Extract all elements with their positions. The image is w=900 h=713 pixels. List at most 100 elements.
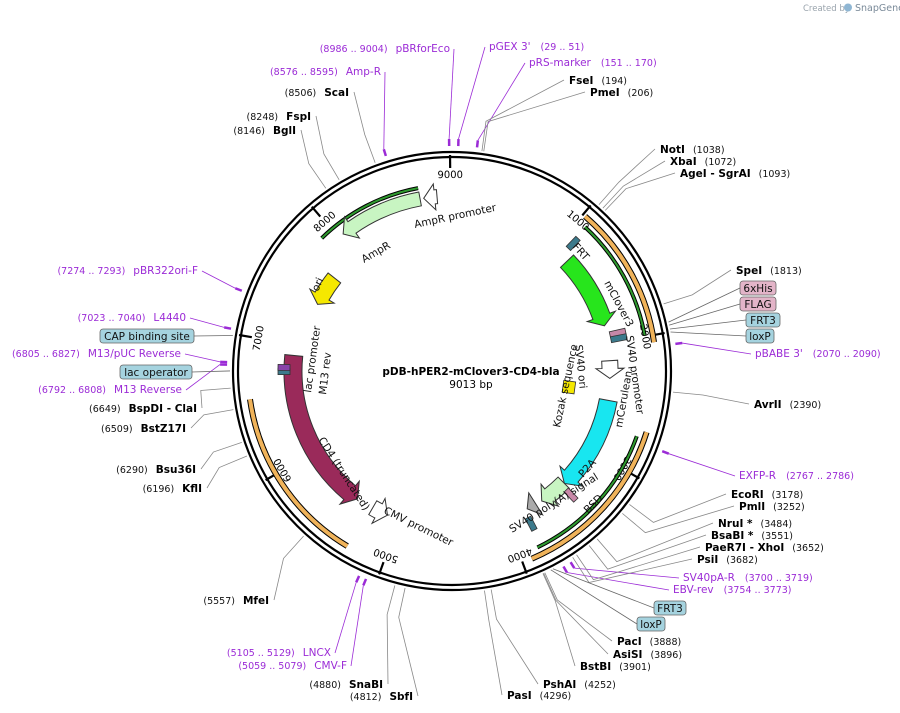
enzyme-label[interactable]: SpeI(1813) (736, 265, 802, 277)
enzyme-label[interactable]: NruI *(3484) (718, 518, 792, 530)
enzyme-label[interactable]: (5557)MfeI (203, 595, 269, 607)
primer-label[interactable]: (8576 .. 8595)Amp-R (270, 66, 381, 78)
primer-label[interactable]: pRS-marker(151 .. 170) (529, 57, 657, 69)
enzyme-position: (206) (628, 88, 654, 99)
primer-label[interactable]: (5105 .. 5129)LNCX (227, 647, 331, 659)
feature-badge[interactable] (745, 312, 781, 328)
enzyme-label[interactable]: (6509)BstZ17I (101, 423, 186, 435)
ori-arrow[interactable] (308, 272, 342, 305)
enzyme-name: XbaI (670, 156, 697, 168)
enzyme-label[interactable]: PacI(3888) (617, 636, 681, 648)
feature-badge[interactable] (745, 328, 775, 344)
enzyme-label[interactable]: (6196)KflI (143, 483, 202, 495)
enzyme-label[interactable]: AgeI - SgrAI(1093) (680, 168, 790, 180)
feature-badge-label: CAP binding site (104, 331, 190, 343)
enzyme-label[interactable]: (6290)Bsu36I (116, 464, 196, 476)
primer-label[interactable]: SV40pA-R(3700 .. 3719) (683, 572, 813, 584)
green-track-upper[interactable] (584, 226, 646, 336)
ampr-label[interactable]: AmpR (360, 240, 393, 266)
enzyme-name: FseI (569, 75, 593, 87)
orange-track-upper[interactable] (583, 214, 656, 343)
primer-range: (8986 .. 9004) (320, 44, 388, 55)
credit[interactable]: Created by SnapGene (803, 3, 900, 14)
enzyme-label[interactable]: PasI(4296) (507, 690, 571, 702)
primer-sites: pGEX 3'(29 .. 51) pRS-marker(151 .. 170) p… (12, 41, 881, 672)
p2a-tag[interactable] (563, 487, 579, 503)
tick-mark (378, 561, 385, 575)
enzyme-position: (3252) (773, 502, 805, 513)
enzyme-label[interactable]: AvrII(2390) (754, 399, 821, 411)
ampr-arrow[interactable] (342, 191, 422, 239)
primer-label[interactable]: (7274 .. 7293)pBR322ori-F (57, 265, 198, 277)
enzyme-label[interactable]: (4812)SbfI (350, 691, 413, 703)
orange-track-lower[interactable] (531, 431, 649, 561)
enzyme-leader-line (622, 505, 735, 534)
primer-label[interactable]: pGEX 3'(29 .. 51) (489, 41, 584, 53)
mcerulean-label[interactable]: mCerulean (613, 370, 635, 429)
enzyme-label[interactable]: PsiI(3682) (697, 554, 758, 566)
primer-label[interactable]: (6792 .. 6808)M13 Reverse (38, 384, 182, 396)
enzyme-position: (4812) (350, 692, 382, 703)
enzyme-label[interactable]: PmeI(206) (590, 87, 653, 99)
enzyme-label[interactable]: EcoRI(3178) (731, 489, 803, 501)
bsd-arrow[interactable] (540, 476, 571, 508)
ampr-promoter-label[interactable]: AmpR promoter (413, 202, 498, 231)
feature-badge[interactable] (119, 364, 193, 380)
primer-label[interactable]: EXFP-R(2767 .. 2786) (739, 470, 854, 482)
primer-name: EXFP-R (739, 470, 776, 482)
cmv-promoter-arrow[interactable] (368, 496, 389, 525)
enzyme-label[interactable]: FseI(194) (569, 75, 627, 87)
green-track-ampr[interactable] (321, 187, 419, 239)
feature-badge[interactable] (739, 296, 777, 312)
sv40-ori-box[interactable] (561, 379, 577, 395)
primer-label[interactable]: pBABE 3'(2070 .. 2090) (755, 348, 881, 360)
enzyme-label[interactable]: (8248)FspI (247, 111, 311, 123)
primer-leader-line (383, 71, 386, 150)
enzyme-label[interactable]: (6649)BspDI - ClaI (89, 403, 197, 415)
cd4-arrow[interactable] (283, 354, 360, 506)
enzyme-label[interactable]: PaeR7I - XhoI(3652) (705, 542, 824, 554)
enzyme-label[interactable]: BstBI(3901) (580, 661, 651, 673)
enzyme-label[interactable]: NotI(1038) (660, 144, 725, 156)
feature-badge[interactable] (653, 600, 687, 616)
ampr-promoter-arrow[interactable] (423, 182, 439, 212)
enzyme-label[interactable]: (8506)ScaI (285, 87, 349, 99)
enzyme-label[interactable]: PshAI(4252) (543, 679, 616, 691)
enzyme-position: (8248) (247, 112, 279, 123)
enzyme-leader-line (543, 573, 609, 655)
primer-label[interactable]: (5059 .. 5079)CMV-F (238, 660, 347, 672)
enzyme-label[interactable]: (8146)BglI (233, 125, 296, 137)
enzyme-label[interactable]: BsaBI *(3551) (711, 530, 793, 542)
sv40-ori-label[interactable]: SV40 ori (572, 344, 589, 389)
enzyme-label[interactable]: (4880)SnaBI (309, 679, 383, 691)
enzyme-name: BsaBI * (711, 530, 754, 542)
primer-label[interactable]: EBV-rev(3754 .. 3773) (673, 584, 792, 596)
orange-track-left[interactable] (248, 399, 349, 548)
sv40-promoter-arrow[interactable] (594, 359, 626, 379)
sv40-polya-box[interactable] (526, 491, 544, 516)
primer-label[interactable]: (8986 .. 9004)pBRforEco (320, 43, 450, 55)
enzyme-label[interactable]: PmlI(3252) (739, 501, 805, 513)
m13-rev-tag[interactable] (277, 363, 291, 372)
enzyme-position: (6509) (101, 424, 133, 435)
enzyme-label[interactable]: AsiSI(3896) (613, 649, 682, 661)
ori-label[interactable]: ori (310, 276, 327, 293)
feature-badge[interactable] (99, 328, 195, 344)
frt-tag[interactable] (565, 235, 581, 252)
m13-rev-label[interactable]: M13 rev (317, 352, 334, 396)
plasmid-name: pDB-hPER2-mClover3-CD4-bla (382, 366, 559, 378)
enzyme-name: AvrII (754, 399, 782, 411)
cmv-promoter-label[interactable]: CMV promoter (382, 505, 456, 549)
green-track-lower[interactable] (536, 435, 638, 549)
mclover3-arrow[interactable] (559, 254, 617, 327)
frt3-loxp-tag[interactable] (609, 333, 628, 344)
feature-badge[interactable] (739, 280, 777, 296)
primer-label[interactable]: (7023 .. 7040)L4440 (78, 312, 186, 324)
kozak-label[interactable]: Kozak sequence (551, 343, 580, 428)
enzyme-label[interactable]: XbaI(1072) (670, 156, 736, 168)
frt3-loxp-lower-tag[interactable] (524, 515, 538, 532)
enzyme-name: EcoRI (731, 489, 764, 501)
primer-name: EBV-rev (673, 584, 714, 596)
feature-badge[interactable] (636, 616, 666, 632)
primer-label[interactable]: (6805 .. 6827)M13/pUC Reverse (12, 348, 181, 360)
